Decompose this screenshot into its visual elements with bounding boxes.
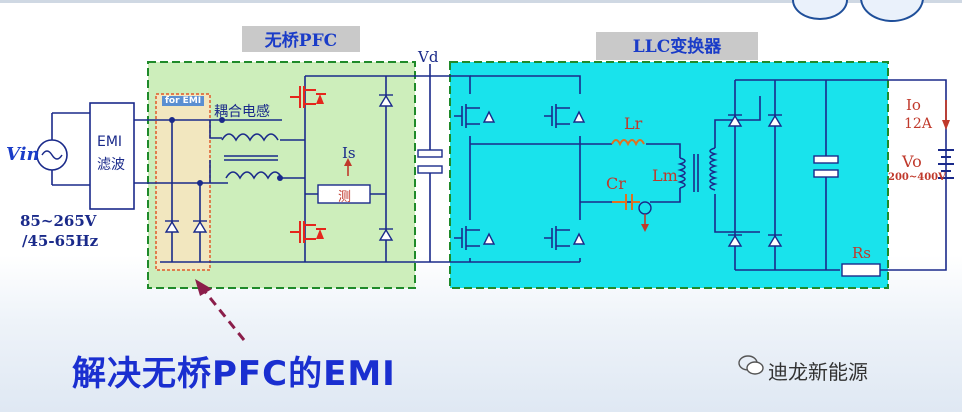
emi-label-2: 滤波 [97, 157, 125, 173]
vo-range: 200~400V [888, 172, 946, 183]
emi-filter-box [89, 102, 135, 210]
top-border [0, 0, 962, 3]
headline: 解决无桥PFC的EMI [72, 354, 396, 394]
for-emi-diodes [164, 220, 208, 233]
io-label: Io [906, 96, 921, 114]
vd-label: Vd [418, 48, 439, 66]
current-sensor-box [317, 184, 371, 204]
vin-label: Vin [6, 144, 40, 165]
coupled-inductor-icon [221, 133, 283, 180]
coupled-inductor-label: 耦合电感 [214, 104, 270, 120]
llc-body-diodes [482, 110, 586, 245]
io-value: 12A [904, 116, 932, 132]
vo-label: Vo [902, 152, 922, 171]
measure-label: 测 [338, 190, 352, 205]
pfc-diodes [378, 94, 394, 241]
pfc-switch-top [290, 86, 326, 108]
input-range-1: 85~265V [20, 212, 97, 230]
llc-switches [454, 104, 570, 250]
lm-label: Lm [652, 166, 678, 185]
is-label: Is [342, 144, 356, 162]
pfc-title: 无桥PFC [242, 26, 360, 52]
transformer-icon [677, 147, 718, 192]
lr-label: Lr [624, 114, 643, 133]
battery-icon [938, 149, 954, 179]
input-range-2: /45-65Hz [22, 232, 99, 250]
rs-label: Rs [852, 244, 871, 262]
wechat-icon [738, 354, 764, 376]
emi-label-1: EMI [97, 134, 123, 150]
llc-title: LLC变换器 [596, 32, 758, 60]
cr-capacitor-icon [612, 194, 640, 210]
sine-wave-icon [41, 150, 63, 160]
output-diodes [727, 114, 783, 247]
pointer-arrow [200, 287, 246, 341]
vd-capacitor-icon [417, 149, 443, 174]
lr-inductor-icon [611, 139, 645, 147]
for-emi-label: for EMI [162, 96, 205, 106]
wechat-account: 迪龙新能源 [768, 360, 868, 384]
output-capacitor-icon [813, 155, 839, 178]
pfc-switch-bottom [290, 221, 326, 243]
rs-resistor-icon [841, 263, 881, 277]
cr-label: Cr [606, 174, 626, 193]
